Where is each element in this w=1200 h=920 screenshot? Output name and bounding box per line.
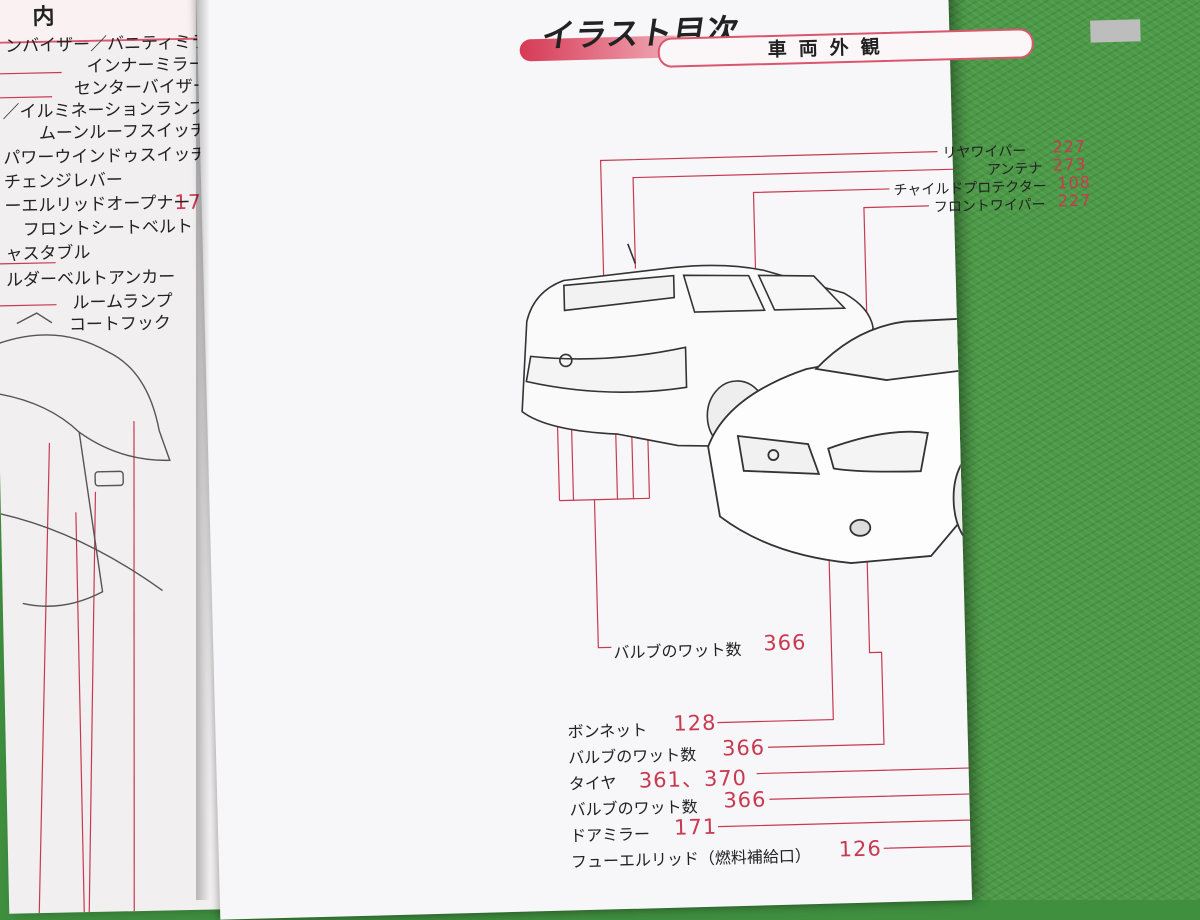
left-interior-illustration <box>0 71 171 914</box>
car-illustration <box>521 151 973 849</box>
right-page: イラスト目次 車両外観 リヤワイパー 227 アンテナ 273 チャイルドプロテ… <box>196 0 1141 920</box>
page-tab <box>1090 19 1141 43</box>
callout-page: 273 <box>1052 154 1087 175</box>
left-page: 内 ンバイザー／バニティミラー インナーミラー 278 センターバイザー 170… <box>0 0 310 914</box>
callout-page: 108 <box>1057 172 1092 193</box>
callout-page: 227 <box>1057 190 1092 211</box>
callout-page: 227 <box>1052 136 1087 157</box>
book-spine-shadow <box>196 0 210 900</box>
car-rear-illustration <box>521 243 874 452</box>
